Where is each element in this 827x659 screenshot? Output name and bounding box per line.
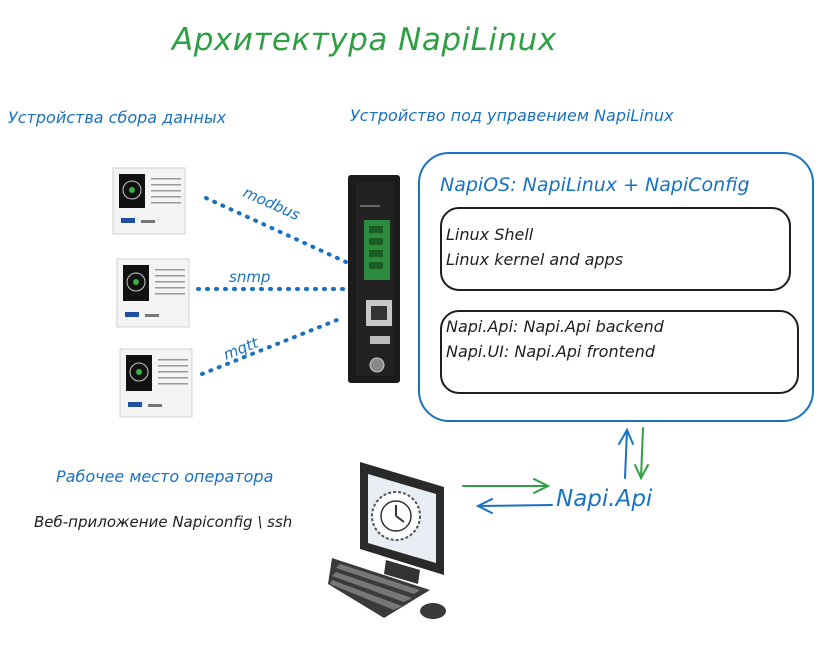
napios-container bbox=[418, 152, 814, 422]
napilinux-device-heading: Устройство под управением NapiLinux bbox=[350, 106, 674, 125]
linux-kernel-text: Linux kernel and apps bbox=[446, 250, 624, 269]
workstation-api-arrows bbox=[462, 478, 553, 514]
operator-app-text: Веб-приложение Napiconfig \ ssh bbox=[34, 513, 293, 531]
sensor-device-icon bbox=[119, 348, 193, 418]
data-devices-heading: Устройства сбора данных bbox=[8, 108, 227, 127]
napi-api-box bbox=[440, 310, 799, 394]
napi-api-label: Napi.Api bbox=[556, 486, 653, 512]
linux-box bbox=[440, 207, 791, 291]
napios-title: NapiOS: NapiLinux + NapiConfig bbox=[440, 174, 750, 196]
modbus-label: modbus bbox=[240, 183, 302, 224]
napi-api-backend-text: Napi.Api: Napi.Api backend bbox=[446, 317, 664, 336]
clock-icon bbox=[371, 491, 421, 541]
snmp-label: snmp bbox=[229, 268, 270, 286]
mqtt-label: mqtt bbox=[221, 333, 262, 364]
operator-heading: Рабочее место оператора bbox=[56, 467, 274, 486]
container-api-arrows bbox=[618, 427, 649, 481]
mqtt-link-line bbox=[200, 316, 344, 376]
napilinux-gateway-icon bbox=[348, 175, 400, 383]
modbus-link-line bbox=[204, 196, 348, 264]
computer-workstation-icon bbox=[328, 462, 446, 619]
sensor-device-icon bbox=[116, 258, 190, 328]
napi-ui-frontend-text: Napi.UI: Napi.Api frontend bbox=[446, 342, 656, 361]
linux-shell-text: Linux Shell bbox=[446, 225, 534, 244]
sensor-device-icon bbox=[112, 167, 186, 235]
diagram-title: Архитектура NapiLinux bbox=[172, 22, 557, 58]
